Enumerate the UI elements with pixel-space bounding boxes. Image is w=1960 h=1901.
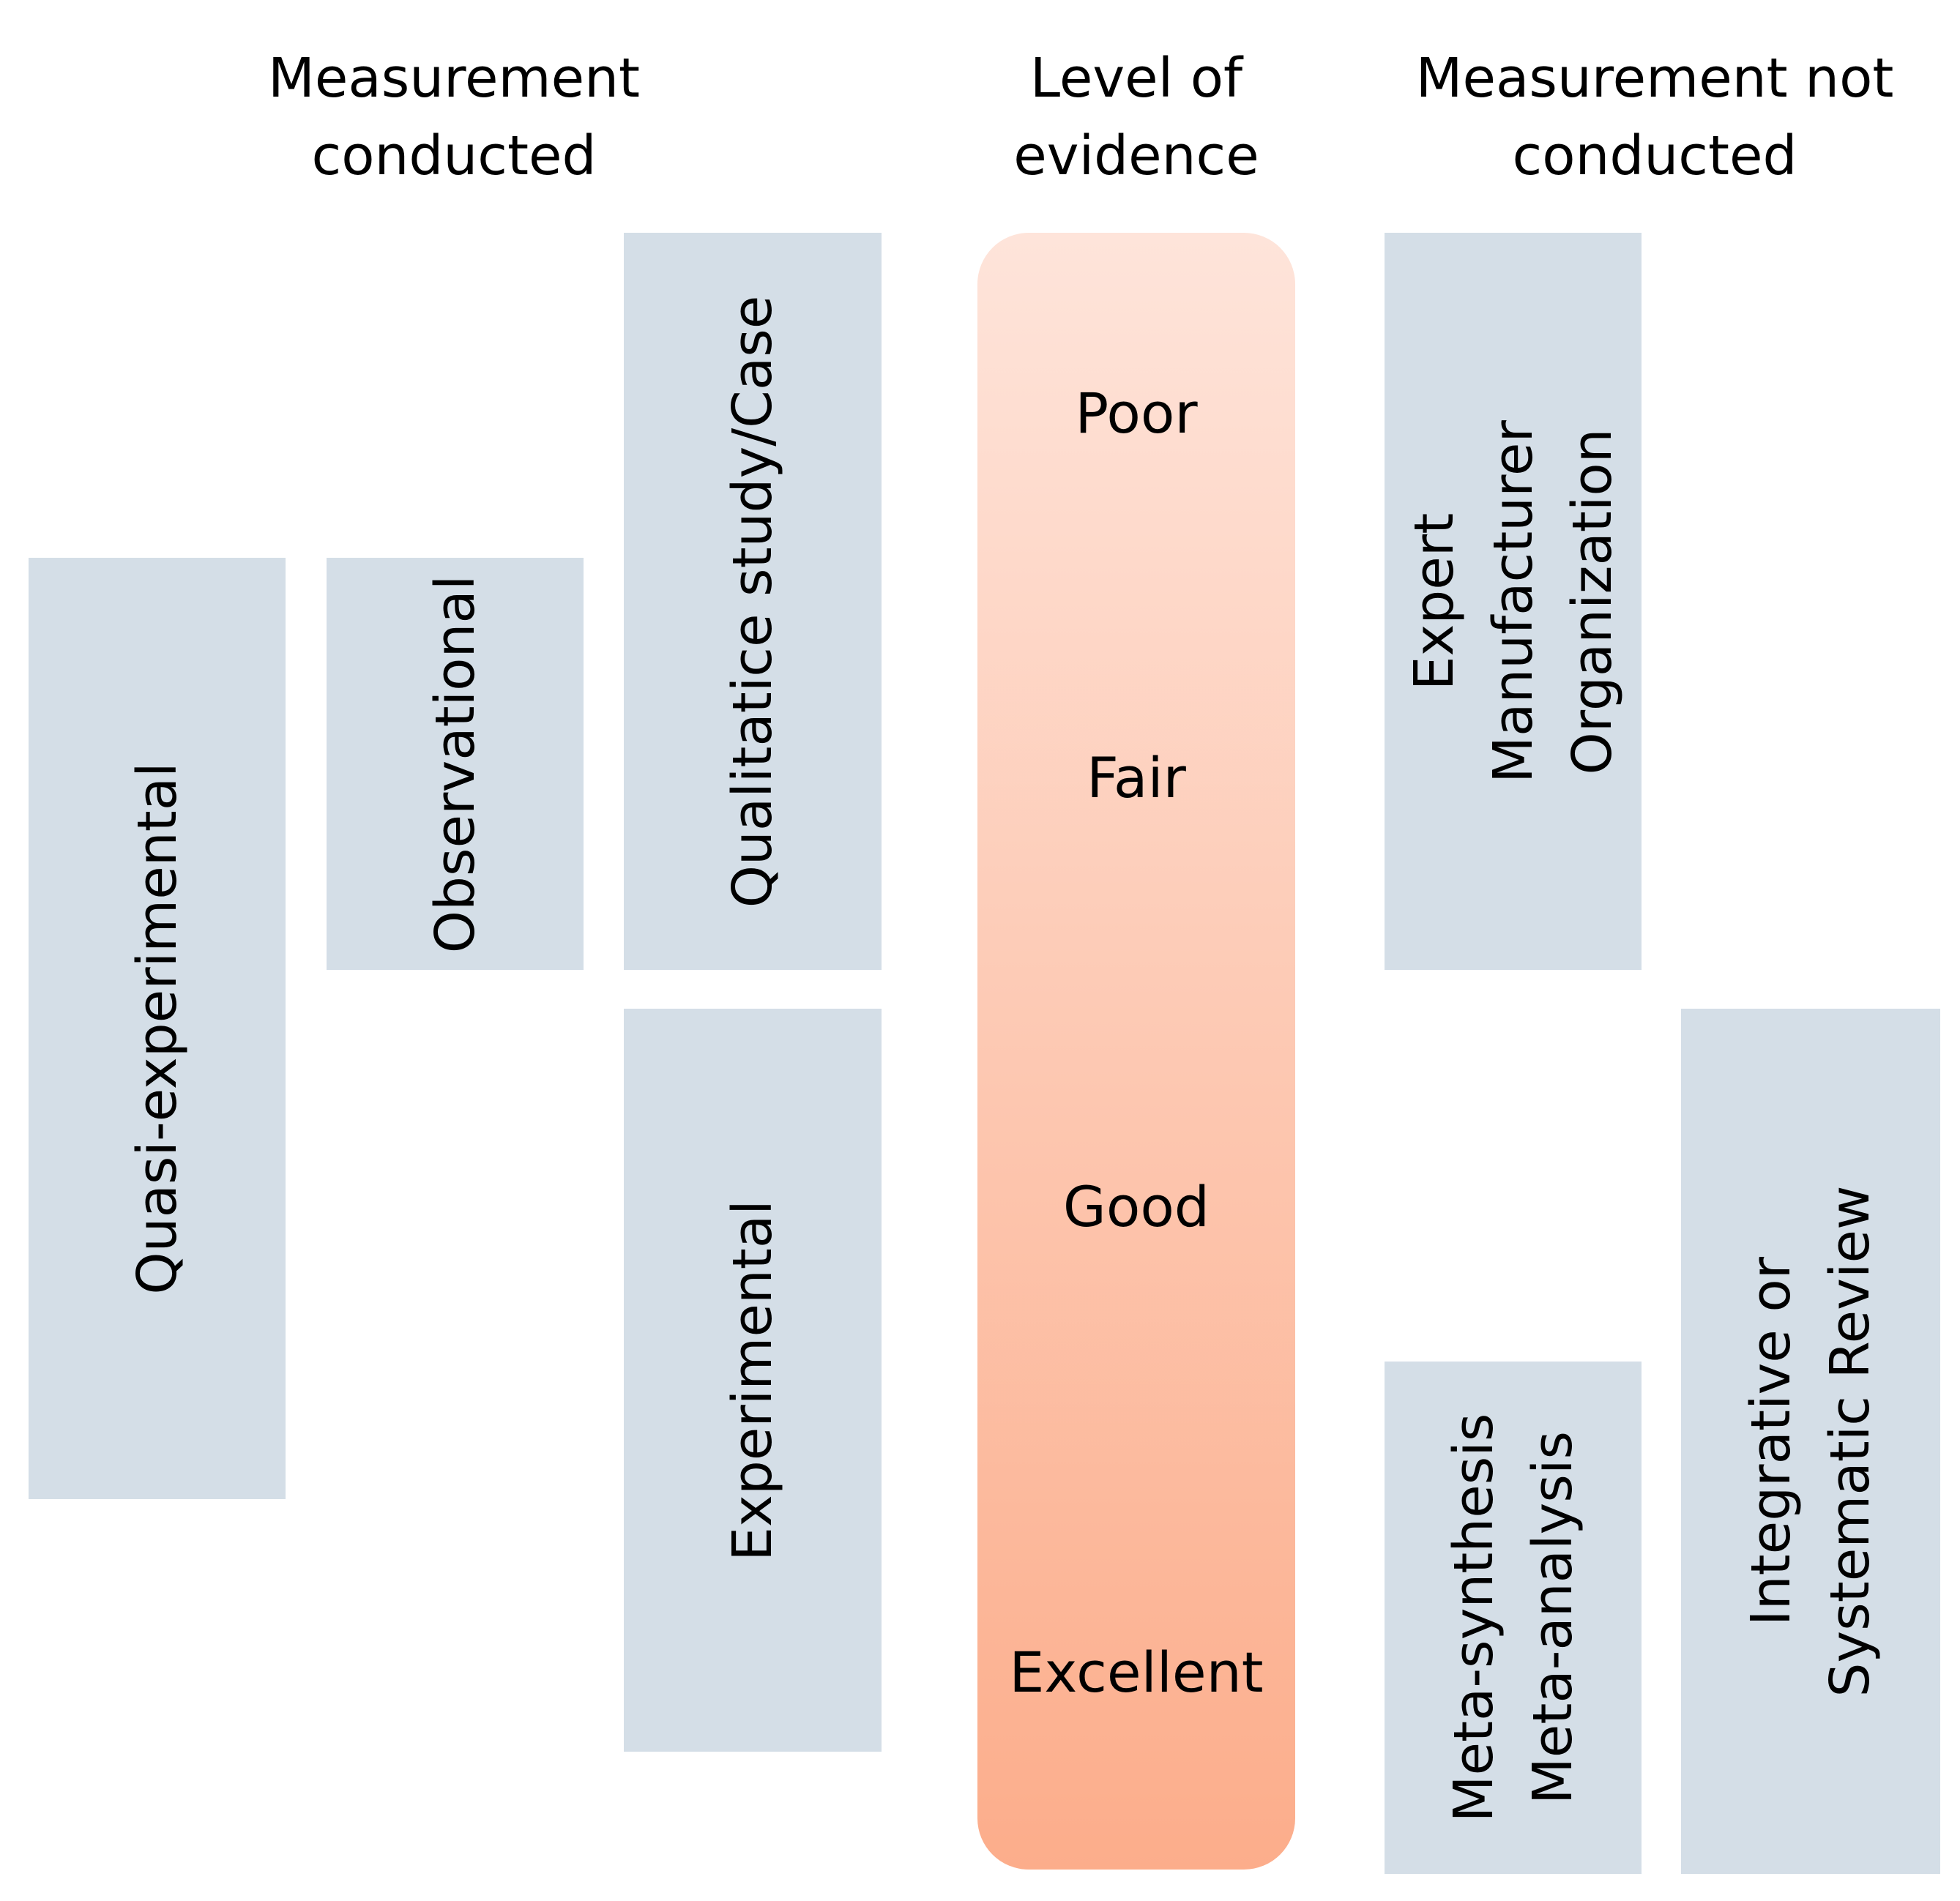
box-label-line: Meta-synthesis (1442, 1413, 1505, 1823)
box-label: Experimental (721, 1199, 784, 1561)
box-label-line: Meta-analysis (1521, 1430, 1584, 1805)
box-meta-synthesis-analysis: Meta-synthesis Meta-analysis (1385, 1362, 1642, 1874)
box-quasi-experimental: Quasi-experimental (29, 558, 286, 1499)
heading-line: conducted (311, 124, 597, 187)
level-good: Good (1062, 1174, 1210, 1239)
box-expert-manufacturer-organization: Expert Manufacturer Organization (1385, 233, 1642, 970)
box-label: Observational (423, 575, 487, 953)
level-fair: Fair (1087, 745, 1186, 810)
box-label-group: Expert Manufacturer Organization (1395, 420, 1632, 783)
box-label: Qualitatice study/Case (721, 295, 784, 908)
level-excellent: Excellent (1009, 1640, 1264, 1705)
box-label-group: Integrative or Systematic Review (1732, 1185, 1890, 1697)
heading-measurement-not-conducted: Measurement not conducted (1376, 40, 1933, 195)
box-label-line: Organization (1560, 427, 1624, 775)
box-label: Quasi-experimental (125, 762, 189, 1295)
box-label-line: Expert (1402, 512, 1466, 690)
box-qualitative-case: Qualitatice study/Case (624, 233, 882, 970)
heading-level-of-evidence: Level of evidence (917, 40, 1356, 195)
box-observational: Observational (327, 558, 584, 970)
heading-measurement-conducted: Measurement conducted (234, 40, 674, 195)
heading-line: Level of (1029, 47, 1243, 110)
box-label-line: Manufacturer (1481, 419, 1545, 783)
box-label-group: Meta-synthesis Meta-analysis (1434, 1413, 1592, 1823)
box-label-line: Integrative or (1740, 1256, 1803, 1627)
level-poor: Poor (1075, 381, 1198, 446)
heading-line: Measurement not (1415, 47, 1894, 110)
heading-line: evidence (1013, 124, 1259, 187)
box-label-line: Systematic Review (1819, 1185, 1882, 1698)
heading-line: conducted (1512, 124, 1797, 187)
heading-line: Measurement (267, 47, 641, 110)
box-integrative-systematic-review: Integrative or Systematic Review (1681, 1009, 1940, 1874)
box-experimental: Experimental (624, 1009, 882, 1752)
evidence-scale-bar: Poor Fair Good Excellent (977, 233, 1295, 1870)
